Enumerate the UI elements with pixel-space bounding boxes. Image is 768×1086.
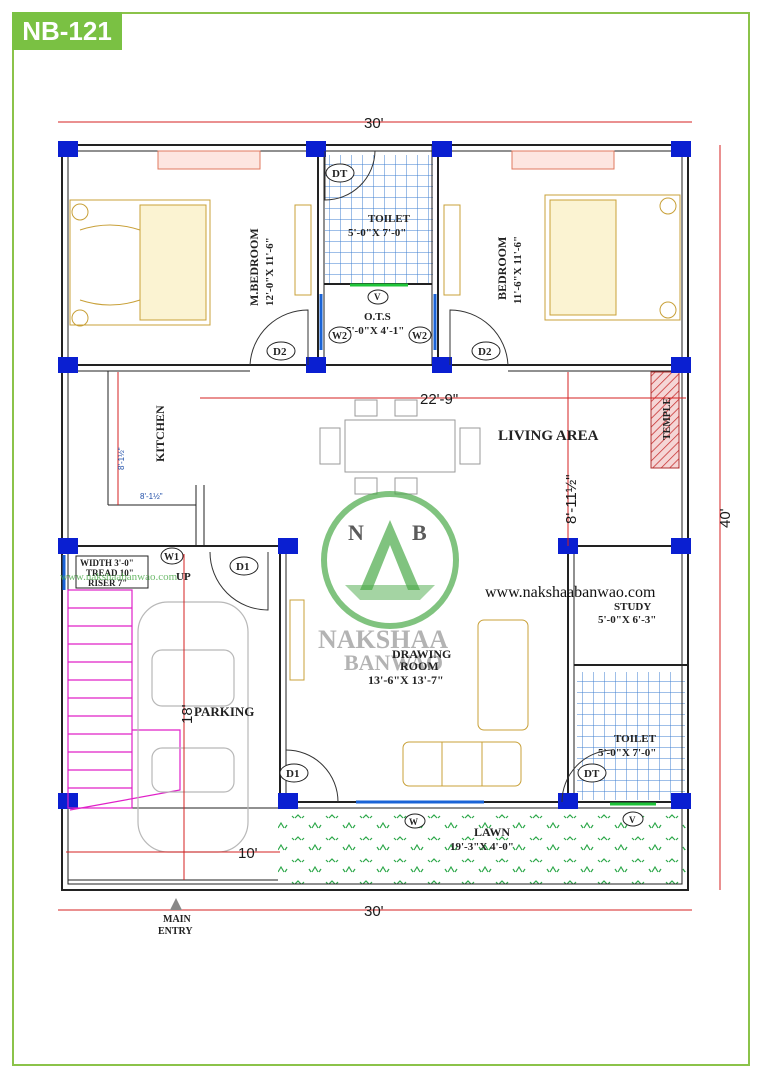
dim-living-width: 22'-9" [420,391,458,408]
parking-name: PARKING [194,704,254,719]
bedroom-size: 11'-6"X 11'-6" [512,236,524,304]
tag-w-lawn: W [409,817,418,827]
bedroom-bed [544,194,681,321]
wardrobes [157,150,615,170]
tag-dt-bottom: DT [584,768,600,780]
website-url: www.nakshaabanwao.com [485,584,656,601]
staircase [67,589,181,811]
dimension-lines [58,121,721,911]
ots-size: 5'-0"X 4'-1" [346,325,404,337]
stair-riser: RISER 7" [88,578,127,588]
tag-d1-bottom: D1 [286,768,299,780]
study-name: STUDY [614,601,651,613]
drawing-size: 13'-6"X 13'-7" [368,673,444,687]
temple-name: TEMPLE [662,397,673,440]
toilet-top-size: 5'-0"X 7'-0" [348,227,406,239]
toilet-bottom-size: 5'-0"X 7'-0" [598,747,656,759]
dim-parking-height: 18' [179,704,196,724]
windows [62,294,484,804]
entry-line-1: MAIN [163,914,192,925]
master-bed [69,199,211,327]
lawn-area [278,808,686,888]
side-watermark: www.nakshaabanwao.com [60,571,178,583]
dim-bottom: 30' [364,903,384,920]
stair-up-label: UP [176,571,191,583]
ots-name: O.T.S [364,311,391,323]
toilet-top-name: TOILET [368,213,411,225]
ventilators [350,283,656,806]
toilet-bottom-name: TOILET [614,733,657,745]
kitchen-name: KITCHEN [153,405,167,462]
living-name: LIVING AREA [498,428,599,444]
study-size: 5'-0"X 6'-3" [598,614,656,626]
tag-w1: W1 [164,552,179,563]
tag-d2-left: D2 [273,346,287,358]
dim-right: 40' [717,508,734,528]
m-bedroom-name: M.BEDROOM [247,228,261,306]
sofa-set [402,619,529,787]
logo-brand-top: NAKSHAA [318,625,448,654]
tag-v-bottom: V [629,815,636,825]
tag-d2-right: D2 [478,346,492,358]
dim-top: 30' [364,115,384,132]
tag-w2-right: W2 [412,331,427,342]
dining-table [319,399,481,495]
plan-code-badge: NB-121 [12,12,122,50]
logo-letter-right: B [412,520,427,545]
drawing-name: DRAWING [392,647,451,661]
dim-living-height: 8'-11½" [563,474,580,524]
logo-brand-bottom: BANWAO [344,650,443,675]
bedroom-name: BEDROOM [495,237,509,300]
side-cabinets [289,204,461,681]
parked-car [137,601,249,853]
brand-logo: N B NAKSHAA BANWAO [318,491,459,675]
lawn-size: 19'-3"X 4'-0" [450,841,514,853]
columns [58,141,691,809]
stair-tread: TREAD 10" [86,568,134,578]
m-bedroom-size: 12'-0"X 11'-6" [264,237,276,306]
tag-markers [160,163,644,829]
logo-letter-left: N [348,520,364,545]
drawing-name-2: ROOM [400,659,439,673]
tag-dt-top: DT [332,168,348,180]
temple-unit [650,371,680,469]
stair-info-box [75,555,149,589]
entry-arrow-icon [170,898,182,910]
tag-w2-left: W2 [332,331,347,342]
dim-kitchen-height: 8'-1½" [117,447,126,470]
entry-line-2: ENTRY [158,926,193,937]
tag-v-top: V [374,292,381,302]
stair-width: WIDTH 3'-0" [80,558,134,568]
dim-kitchen-width: 8'-1½" [140,492,163,501]
tag-d1-top: D1 [236,561,249,573]
page-frame [12,12,750,1066]
door-swings [209,150,613,803]
dim-parking-width: 10' [238,845,258,862]
lawn-name: LAWN [474,825,510,839]
